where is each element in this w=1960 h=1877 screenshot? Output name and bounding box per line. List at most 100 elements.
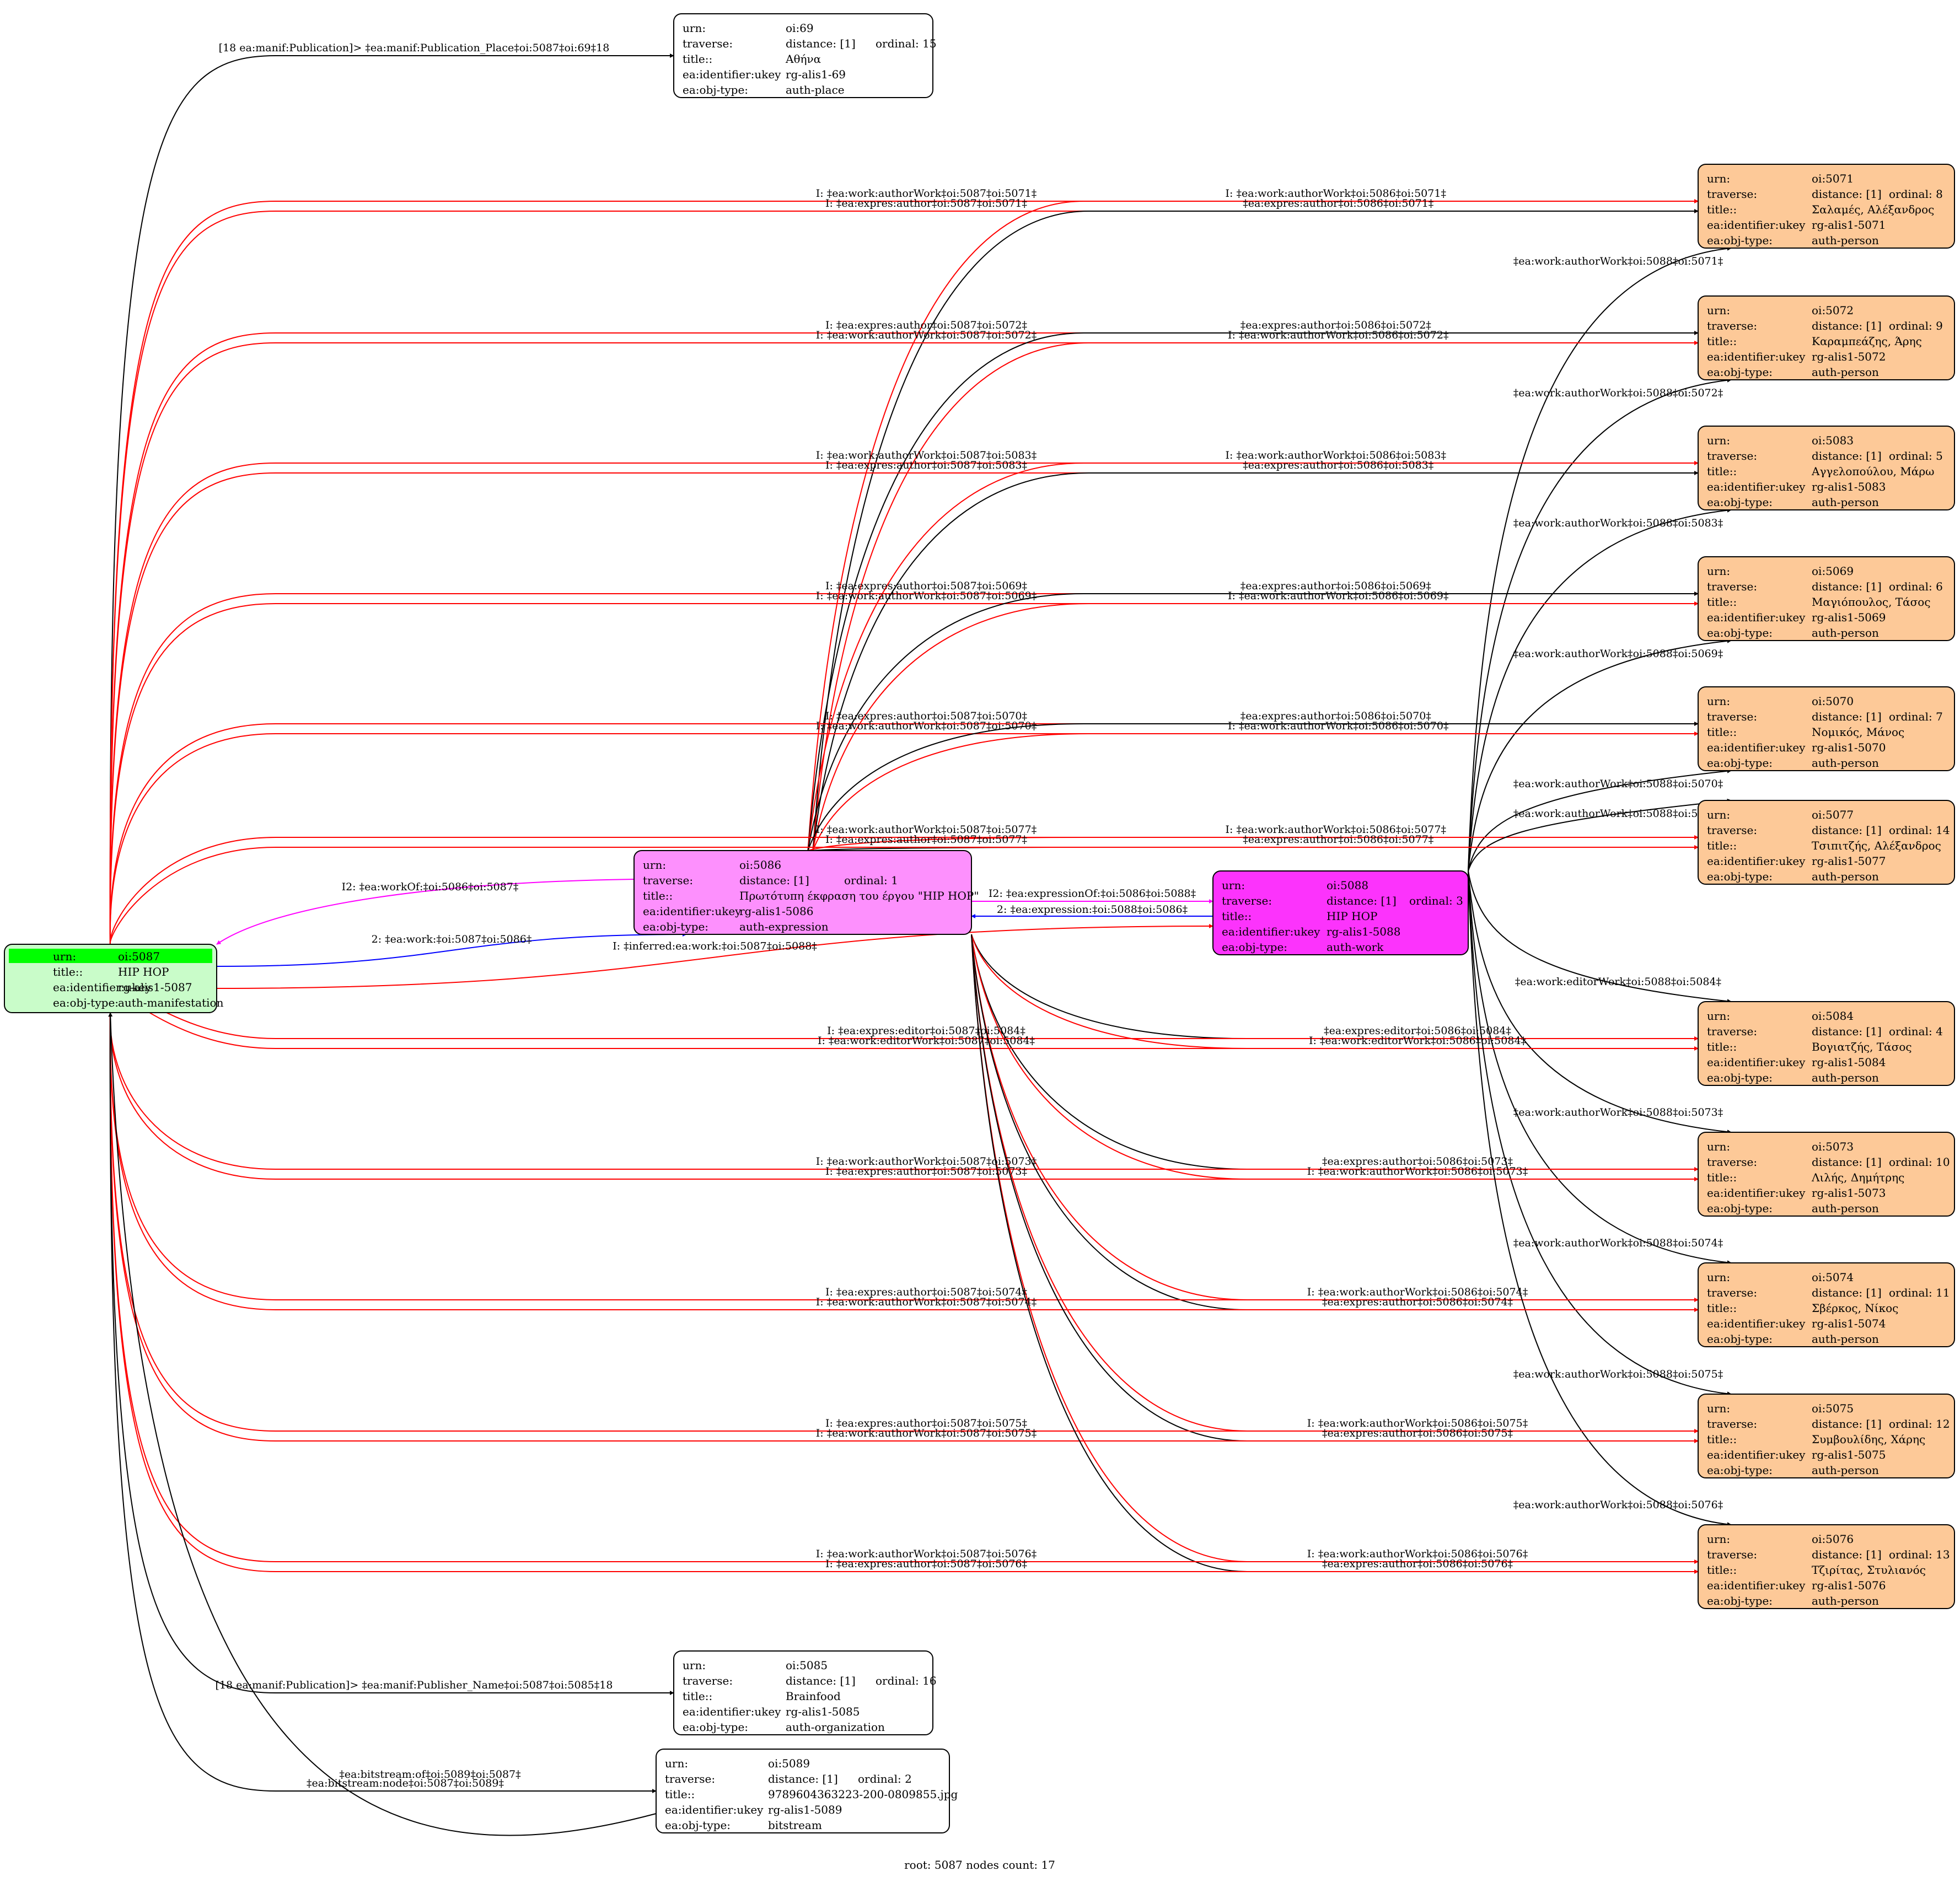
edge-oi-5086-to-oi-5074-2: [971, 934, 1699, 1312]
node-field-key: ea:obj-type:: [683, 83, 748, 96]
node-field-key: ea:identifier:ukey: [53, 981, 152, 994]
node-field-value: oi:5073: [1812, 1140, 1854, 1153]
node-field-value: ordinal: 13: [1889, 1548, 1950, 1561]
edge-label: ‡ea:work:authorWork‡oi:5088‡oi:5069‡: [1513, 648, 1723, 660]
node-field-value: rg-alis1-5089: [768, 1803, 842, 1816]
node-field-value: auth-work: [1327, 940, 1384, 954]
edge-label: I: ‡ea:expres:author‡oi:5087‡oi:5071‡: [825, 197, 1027, 209]
node-field-key: ea:obj-type:: [53, 996, 119, 1009]
edge-oi-5086-to-oi-5071-2: [812, 209, 1699, 851]
root-highlight-bar: [9, 949, 212, 963]
node-field-value: rg-alis1-5087: [118, 981, 192, 994]
node-field-value: distance: [1]: [1812, 1417, 1882, 1430]
node-field-key: title::: [1707, 1040, 1737, 1053]
edge-label: ‡ea:work:editorWork‡oi:5088‡oi:5084‡: [1515, 976, 1721, 988]
node-field-value: distance: [1]: [1812, 1025, 1882, 1038]
node-field-value: Βογιατζής, Τάσος: [1812, 1040, 1912, 1053]
node-field-value: distance: [1]: [1812, 824, 1882, 837]
edge-oi-5088-to-oi-5084-1: [1468, 870, 1732, 1004]
node-field-value: rg-alis1-5071: [1812, 218, 1886, 232]
node-field-key: ea:obj-type:: [1707, 1202, 1773, 1215]
node-field-key: ea:identifier:ukey: [1707, 350, 1806, 363]
node-field-value: Σαλαμές, Αλέξανδρος: [1812, 203, 1934, 216]
node-field-key: traverse:: [1222, 894, 1272, 907]
node-field-value: distance: [1]: [768, 1772, 838, 1785]
node-field-key: title::: [1222, 910, 1252, 923]
edge-label: I: ‡ea:expres:author‡oi:5087‡oi:5075‡: [825, 1417, 1027, 1429]
node-field-value: Τσιπιτζής, Αλέξανδρος: [1812, 839, 1941, 852]
node-field-value: Λιλής, Δημήτρης: [1811, 1171, 1904, 1184]
edge-oi-5086-to-oi-5069-2: [812, 601, 1699, 851]
node-field-key: title::: [1707, 1301, 1737, 1315]
node-field-value: ordinal: 3: [1409, 894, 1463, 907]
edge-oi-5086-to-oi-5083-2: [812, 471, 1699, 851]
node-field-value: distance: [1]: [1812, 1155, 1882, 1169]
edge-oi-5087-to-oi-69-1: [109, 53, 674, 945]
node-box: [1698, 1524, 1955, 1609]
node-field-value: Αθήνα: [785, 52, 821, 66]
edge-label: I: ‡ea:work:authorWork‡oi:5086‡oi:5070‡: [1228, 720, 1448, 732]
node-field-value: ordinal: 4: [1889, 1025, 1943, 1038]
node-field-value: oi:5071: [1812, 172, 1854, 185]
edge-oi-5086-to-oi-5073-2: [971, 934, 1699, 1181]
edge-oi-5086-to-oi-5070-1: [807, 722, 1699, 851]
node-field-key: ea:obj-type:: [1707, 1464, 1773, 1477]
node-field-value: ordinal: 2: [858, 1772, 912, 1785]
node-field-key: traverse:: [683, 1674, 733, 1687]
node-field-key: ea:identifier:ukey: [1707, 1579, 1806, 1592]
edge-label: ‡ea:expres:editor‡oi:5086‡oi:5084‡: [1324, 1025, 1511, 1037]
node-field-value: distance: [1]: [1812, 449, 1882, 462]
node-field-value: rg-alis1-5077: [1812, 854, 1886, 868]
node-field-value: auth-person: [1812, 234, 1879, 247]
edge-label: I: ‡ea:work:authorWork‡oi:5086‡oi:5069‡: [1228, 590, 1448, 602]
edge-label: I: ‡ea:expres:author‡oi:5087‡oi:5070‡: [825, 710, 1027, 722]
node-field-value: Τζιρίτας, Στυλιανός: [1812, 1563, 1926, 1577]
node-field-value: rg-alis1-5088: [1327, 925, 1400, 938]
node-field-key: title::: [1707, 725, 1737, 739]
node-field-key: urn:: [53, 950, 76, 963]
node-box: [656, 1749, 950, 1833]
edge-label: I: ‡ea:work:authorWork‡oi:5086‡oi:5074‡: [1307, 1286, 1528, 1298]
node-field-key: traverse:: [1707, 1025, 1757, 1038]
edge-label: I: ‡ea:work:authorWork‡oi:5087‡oi:5071‡: [816, 187, 1037, 200]
edge-label: I: ‡ea:work:editorWork‡oi:5087‡oi:5084‡: [818, 1035, 1035, 1047]
edge-oi-5087-to-oi-5075-1: [109, 1012, 1699, 1433]
node-field-value: ordinal: 8: [1889, 187, 1943, 201]
node-field-value: distance: [1]: [1812, 1286, 1882, 1299]
node-field-value: Συμβουλίδης, Χάρης: [1812, 1433, 1925, 1446]
edge-label: ‡ea:work:authorWork‡oi:5088‡oi:5073‡: [1513, 1106, 1723, 1118]
edge-oi-5087-to-oi-5077-2: [109, 845, 1699, 945]
node-field-value: rg-alis1-5085: [786, 1705, 860, 1718]
node-field-key: ea:identifier:ukey: [1222, 925, 1320, 938]
node-field-key: traverse:: [1707, 1155, 1757, 1169]
edge-oi-5086-to-oi-5075-1: [971, 934, 1699, 1433]
edge-label: ‡ea:bitstream:of‡oi:5089‡oi:5087‡: [339, 1768, 520, 1781]
node-field-key: ea:obj-type:: [1707, 234, 1773, 247]
node-field-value: ordinal: 16: [876, 1674, 937, 1687]
edge-oi-5088-to-oi-5073-1: [1468, 870, 1732, 1134]
node-field-value: HIP HOP: [1327, 910, 1377, 923]
edge-label: I: ‡ea:expres:author‡oi:5087‡oi:5076‡: [825, 1558, 1027, 1570]
node-field-value: oi:5087: [118, 950, 160, 963]
edge-label: I: ‡ea:work:authorWork‡oi:5086‡oi:5083‡: [1226, 449, 1446, 461]
node-field-value: distance: [1]: [1327, 894, 1397, 907]
edge-oi-5087-to-oi-5085-1: [109, 1012, 674, 1695]
node-field-key: title::: [643, 889, 673, 902]
